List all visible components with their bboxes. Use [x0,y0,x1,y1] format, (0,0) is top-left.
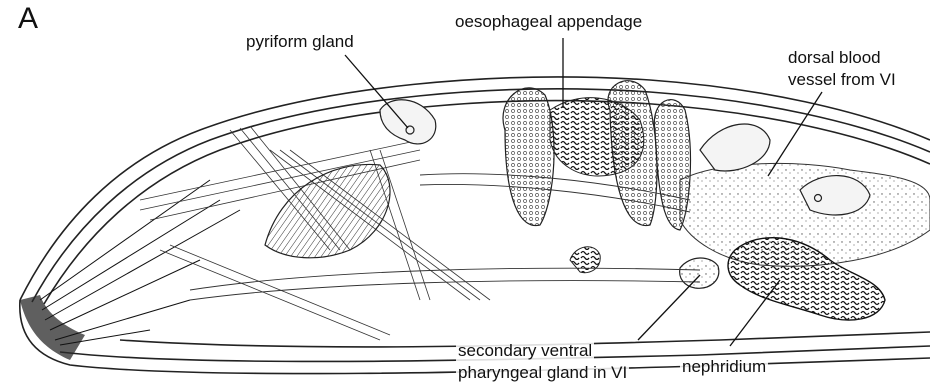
label-dorsal-blood-vessel-line2: vessel from VI [786,70,898,90]
ventral-gland-shape [680,258,719,288]
leader-ventral-gland [638,275,700,340]
label-pyriform-gland: pyriform gland [244,32,356,52]
panel-letter: A [18,2,38,36]
label-dorsal-blood-vessel-line1: dorsal blood [786,48,883,68]
oesophageal-coils [550,98,644,176]
ventral-gland-small [570,247,600,273]
label-secondary-ventral-line2: pharyngeal gland in VI [456,363,629,383]
label-oesophageal-appendage: oesophageal appendage [453,12,644,32]
label-nephridium: nephridium [680,357,768,377]
pharynx-hatched [265,164,390,257]
label-secondary-ventral-line1: secondary ventral [456,341,594,361]
